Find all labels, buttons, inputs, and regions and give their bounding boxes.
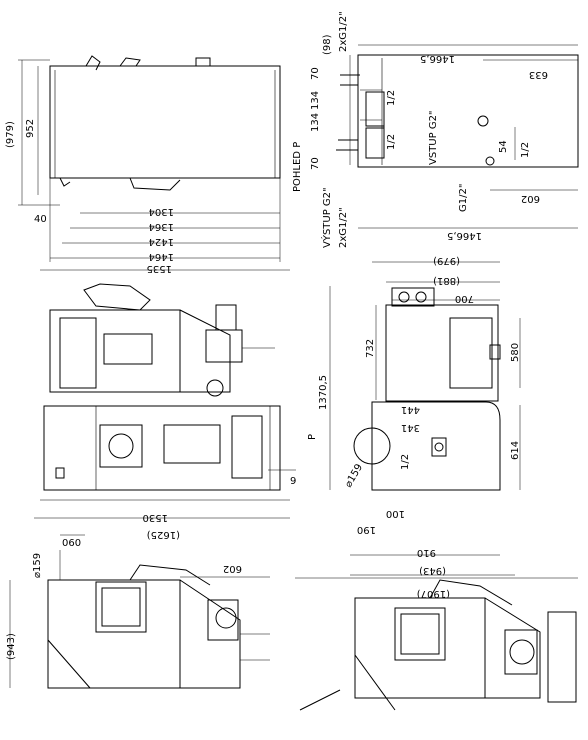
dim-2xg12-top: 2xG1/2" bbox=[338, 11, 349, 52]
front-view bbox=[329, 261, 521, 576]
dim-159-circle: ⌀159 bbox=[343, 462, 365, 489]
dim-700: 700 bbox=[455, 293, 474, 304]
dim-580: 580 bbox=[510, 343, 521, 362]
dim-70-a: 70 bbox=[310, 67, 321, 80]
dim-979-left: (979) bbox=[5, 121, 16, 148]
dim-602-right: 602 bbox=[521, 193, 540, 204]
dim-159-left: ⌀159 bbox=[32, 553, 43, 578]
bottom-right-view bbox=[295, 577, 578, 711]
dim-952: 952 bbox=[25, 119, 36, 138]
half-d: 1/2 bbox=[400, 454, 411, 470]
dim-1464: 1464 bbox=[149, 251, 174, 262]
view-p bbox=[336, 44, 579, 229]
dim-060: 060 bbox=[62, 538, 81, 549]
dim-70-b: 70 bbox=[310, 157, 321, 170]
dim-54: 54 bbox=[498, 140, 509, 153]
dim-441: 441 bbox=[401, 404, 420, 415]
dim-979-front: (979) bbox=[433, 255, 460, 266]
dim-1370: 1370,5 bbox=[318, 375, 329, 410]
dim-602-left: 602 bbox=[223, 563, 242, 574]
dim-1364: 1364 bbox=[149, 221, 174, 232]
dim-1466-bottom: 1466,5 bbox=[447, 230, 482, 241]
dim-614: 614 bbox=[510, 441, 521, 460]
dim-100: 100 bbox=[386, 508, 405, 519]
dim-2xg12-bottom: 2xG1/2" bbox=[338, 207, 349, 248]
vystup-label: VÝSTUP G2" bbox=[320, 187, 333, 248]
p-direction-label: P bbox=[307, 434, 318, 440]
dim-134-b: 134 bbox=[310, 113, 321, 132]
dim-341: 341 bbox=[401, 422, 420, 433]
dim-910: 910 bbox=[417, 547, 436, 558]
dim-40: 40 bbox=[34, 214, 47, 225]
half-b: 1/2 bbox=[386, 134, 397, 150]
vstup-label: VSTUP G2" bbox=[428, 110, 439, 165]
dim-1907: (1907) bbox=[417, 588, 450, 599]
half-c: 1/2 bbox=[520, 142, 531, 158]
half-a: 1/2 bbox=[386, 90, 397, 106]
dim-1424: 1424 bbox=[149, 236, 174, 247]
dim-732: 732 bbox=[365, 339, 376, 358]
dim-881: (881) bbox=[433, 275, 460, 286]
dim-1625: (1625) bbox=[147, 529, 180, 540]
top-view bbox=[34, 283, 296, 519]
dim-1530: 1530 bbox=[143, 512, 168, 523]
side-elevation-view bbox=[18, 55, 290, 271]
dim-134-a: 134 bbox=[310, 91, 321, 110]
dim-943-left: (943) bbox=[6, 633, 17, 660]
dim-633: 633 bbox=[529, 69, 548, 80]
pohled-p-label: POHLED P bbox=[292, 142, 303, 192]
dim-9: 9 bbox=[290, 476, 296, 487]
dim-98: (98) bbox=[322, 34, 333, 55]
dim-1304: 1304 bbox=[149, 206, 174, 217]
dim-1535: 1535 bbox=[147, 263, 172, 274]
bottom-left-view bbox=[9, 534, 270, 689]
dim-1466-top: 1466,5 bbox=[420, 53, 455, 64]
dim-190: 190 bbox=[357, 524, 376, 535]
dim-943-front: (943) bbox=[419, 565, 446, 576]
dim-g12: G1/2" bbox=[458, 184, 469, 212]
